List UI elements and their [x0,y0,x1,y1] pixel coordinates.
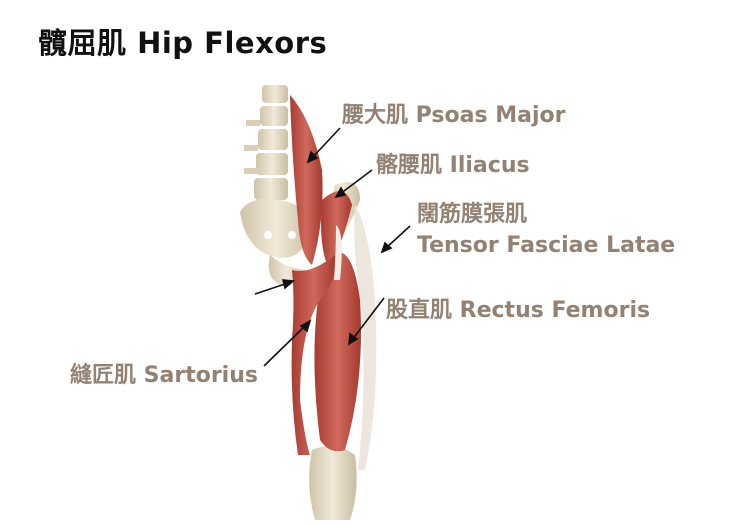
sartorius-muscle [291,255,336,455]
tensor-fasciae-latae-muscle [354,205,377,470]
label-psoas-major: 腰大肌 Psoas Major [342,103,566,128]
knee [309,446,357,520]
label-rectus-femoris: 股直肌 Rectus Femoris [386,298,651,323]
page-title: 髖屈肌 Hip Flexors [38,26,328,60]
label-sartorius: 縫匠肌 Sartorius [70,363,258,388]
muscles [290,95,377,470]
label-tfl-english: Tensor Fasciae Latae [417,233,676,258]
label-tfl-chinese: 闊筋膜張肌 [417,202,528,227]
rectus-femoris-muscle [314,252,361,452]
label-iliacus: 髂腰肌 Iliacus [376,153,530,178]
pointer-arrows [254,127,411,367]
psoas-major-muscle [290,95,323,265]
spine [244,85,288,200]
